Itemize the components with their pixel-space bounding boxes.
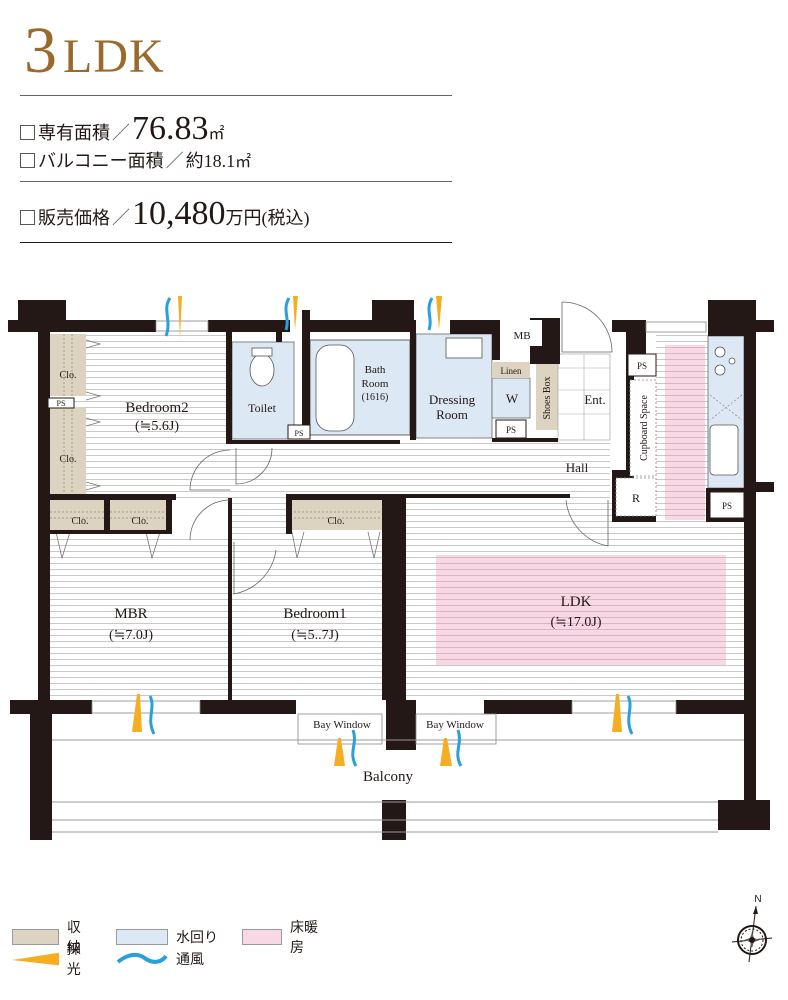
room-label-entrance: Ent. [584,392,605,407]
label-mb: MB [513,330,530,342]
wind-icon [116,952,168,964]
legend: 収納 水回り 床暖房 採光 通風 [12,921,346,978]
svg-text:Clo.: Clo. [72,516,89,527]
room-label-hall: Hall [566,460,589,475]
storage-swatch [12,929,59,945]
closet-bedroom2-top [50,334,86,396]
checkbox-square-icon [20,125,35,140]
mbr-floor [48,538,230,700]
svg-text:PS: PS [57,399,66,408]
checkbox-square-icon [20,210,35,225]
svg-text:Room: Room [436,407,468,422]
svg-text:(≒5.6J): (≒5.6J) [135,419,179,434]
closet-mbr-right [110,500,166,530]
svg-text:Bay Window: Bay Window [426,719,484,731]
svg-text:Bay Window: Bay Window [313,719,371,731]
linen-closet [492,362,530,378]
compass-icon: N [731,894,773,963]
svg-text:(≒7.0J): (≒7.0J) [109,628,153,643]
checkbox-square-icon [20,153,35,168]
wind-symbols [148,297,634,767]
room-label-bedroom2: Bedroom2 [125,400,188,416]
cupboard-space [629,379,657,477]
svg-text:Clo.: Clo. [60,370,77,381]
svg-text:(≒5..7J): (≒5..7J) [291,628,339,643]
room-label-ldk: LDK [561,594,592,610]
svg-text:PS: PS [722,501,732,511]
divider [20,181,452,182]
balcony-area-value: 約18.1 [185,151,236,171]
exclusive-area-row: 専有面積／76.83㎡ [20,110,225,148]
water-swatch [116,929,168,945]
room-label-dressing: Dressing [429,392,476,407]
room-label-toilet: Toilet [248,401,276,415]
label-balcony: Balcony [363,769,413,785]
svg-text:Clo.: Clo. [132,516,149,527]
legend-floor-heating: 床暖房 [242,917,322,957]
exclusive-area-value: 76.83 [132,110,209,147]
exclusive-area-label: 専有面積 [38,123,110,143]
bedroom1-floor [230,538,388,700]
balcony-area-label: バルコニー面積 [38,151,164,171]
svg-text:N: N [754,894,761,905]
legend-storage: 収納 [12,917,92,957]
walls [8,300,774,840]
price-unit: 万円(税込) [225,208,310,228]
balcony-area-row: バルコニー面積／約18.1㎡ [20,147,251,173]
light-icon [12,952,59,966]
svg-text:R: R [632,491,640,505]
unit-type-number: 3 [24,14,57,87]
ldk-floor-heating [436,555,726,665]
price-row: 販売価格／10,480万円(税込) [20,195,310,233]
floor-heating-swatch [242,929,283,945]
unit-type-suffix: LDK [63,30,165,83]
room-label-bath: Bath [365,364,386,376]
svg-text:PS: PS [506,425,516,435]
divider [20,242,452,243]
price-label: 販売価格 [38,208,110,228]
svg-text:W: W [506,391,519,406]
svg-text:Room: Room [362,378,389,390]
price-value: 10,480 [132,195,226,232]
closet-bedroom1 [290,500,382,530]
refrigerator-space [615,477,657,517]
svg-text:Linen: Linen [501,366,522,376]
svg-text:PS: PS [295,429,304,438]
svg-text:(≒17.0J): (≒17.0J) [550,615,601,630]
legend-water: 水回り [116,927,218,947]
room-label-bedroom1: Bedroom1 [283,606,346,622]
shoes-box [536,364,558,430]
legend-wind: 通風 [116,949,218,969]
svg-text:Shoes Box: Shoes Box [542,376,553,419]
light-symbols [132,296,622,766]
closet-bedroom2-bottom [50,407,86,494]
kitchen-floor-heating [665,345,705,520]
room-label-mbr: MBR [114,606,147,622]
svg-text:Cupboard Space: Cupboard Space [639,395,650,461]
legend-light: 採光 [12,939,92,979]
divider [20,95,452,96]
svg-text:(1616): (1616) [362,392,389,403]
svg-text:Clo.: Clo. [328,516,345,527]
svg-text:Clo.: Clo. [60,454,77,465]
washer-area [491,377,531,419]
closet-mbr-left [50,500,104,530]
hall-floor [230,440,610,498]
svg-text:PS: PS [637,361,647,371]
